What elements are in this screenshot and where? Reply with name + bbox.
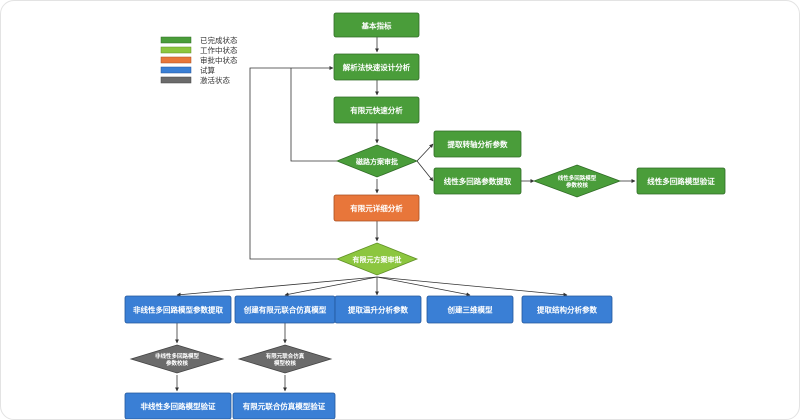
node-nl-verify[interactable]: 非线性多回路模型验证 [124,392,232,419]
node-three-d-label: 创建三维模型 [447,305,493,315]
node-mag-review-label: 磁路方案审批 [356,157,398,166]
edge-femreview-loop-back [249,66,337,260]
node-nl-param[interactable]: 非线性多回路模型参数提取 [124,295,232,324]
edge-magreview-linear [416,160,434,182]
node-fem-review-label: 有限元方案审批 [353,255,402,264]
node-cosim-verify-label: 有限元联合仿真模型验证 [243,401,326,411]
node-torque-param-label: 提取转轴分析参数 [448,139,508,149]
node-fem-cosim[interactable]: 创建有限元联合仿真模型 [234,295,336,324]
legend-swatch-approving [160,56,192,64]
legend-label-completed: 已完成状态 [200,35,238,45]
node-basic[interactable]: 基本指标 [333,12,420,38]
edge-magreview-loop-back [290,68,337,162]
node-basic-label: 基本指标 [361,21,392,31]
legend-swatch-working [160,46,192,54]
node-fem-detail-label: 有限元详细分析 [350,203,403,213]
legend-label-working: 工作中状态 [200,45,238,55]
legend-label-active: 激活状态 [200,75,230,85]
legend-swatch-trial [160,66,192,74]
node-three-d[interactable]: 创建三维模型 [426,295,514,324]
node-cosim-verify[interactable]: 有限元联合仿真模型验证 [232,392,336,419]
edge-femreview-cosim [284,276,378,297]
node-nl-check-label-2: 参数校核 [166,359,189,367]
node-linear-check-label-2: 参数校核 [566,181,589,189]
legend-label-trial: 试算 [200,65,215,75]
node-fem-fast[interactable]: 有限元快速分析 [333,96,420,124]
node-struct-param[interactable]: 提取结构分析参数 [521,295,613,324]
node-temp-param[interactable]: 提取温升分析参数 [334,295,422,324]
legend-swatch-active [160,76,192,84]
node-linear-verify[interactable]: 线性多回路模型验证 [636,167,726,195]
node-analytic-label: 解析法快速设计分析 [343,62,411,72]
node-nl-check-label-1: 非线性多回路模型 [155,352,200,360]
node-nl-verify-label: 非线性多回路模型验证 [141,401,216,411]
node-fem-cosim-label: 创建有限元联合仿真模型 [243,305,327,315]
node-nl-param-label: 非线性多回路模型参数提取 [133,305,223,315]
node-linear-verify-label: 线性多回路模型验证 [647,176,715,186]
node-temp-param-label: 提取温升分析参数 [348,305,408,315]
connectors [175,37,636,392]
node-fem-detail[interactable]: 有限元详细分析 [333,194,420,222]
node-linear-param[interactable]: 线性多回路参数提取 [433,167,522,195]
edge-magreview-torque [416,143,434,162]
edge-femreview-struct [376,276,568,297]
node-nl-check[interactable]: 非线性多回路模型 参数校核 [129,344,225,374]
node-analytic[interactable]: 解析法快速设计分析 [333,53,420,81]
legend-swatch-completed [160,36,192,44]
edge-femreview-3d [376,276,471,297]
node-linear-param-label: 线性多回路参数提取 [444,176,512,186]
node-cosim-check[interactable]: 有限元联合仿真 模型校核 [237,344,333,374]
node-fem-review[interactable]: 有限元方案审批 [335,242,419,276]
node-cosim-check-label-2: 模型校核 [274,359,297,367]
legend-label-approving: 审批中状态 [200,55,238,65]
node-cosim-check-label-1: 有限元联合仿真 [266,352,305,360]
legend: 已完成状态 工作中状态 审批中状态 试算 激活状态 [160,35,238,85]
node-fem-fast-label: 有限元快速分析 [350,105,403,115]
node-linear-check-label-1: 线性多回路模型 [558,174,597,182]
node-mag-review[interactable]: 磁路方案审批 [335,144,419,178]
edge-femreview-nlparam [176,276,378,297]
node-struct-param-label: 提取结构分析参数 [537,305,597,315]
node-torque-param[interactable]: 提取转轴分析参数 [433,130,522,158]
node-linear-check[interactable]: 线性多回路模型 参数校核 [532,164,622,198]
